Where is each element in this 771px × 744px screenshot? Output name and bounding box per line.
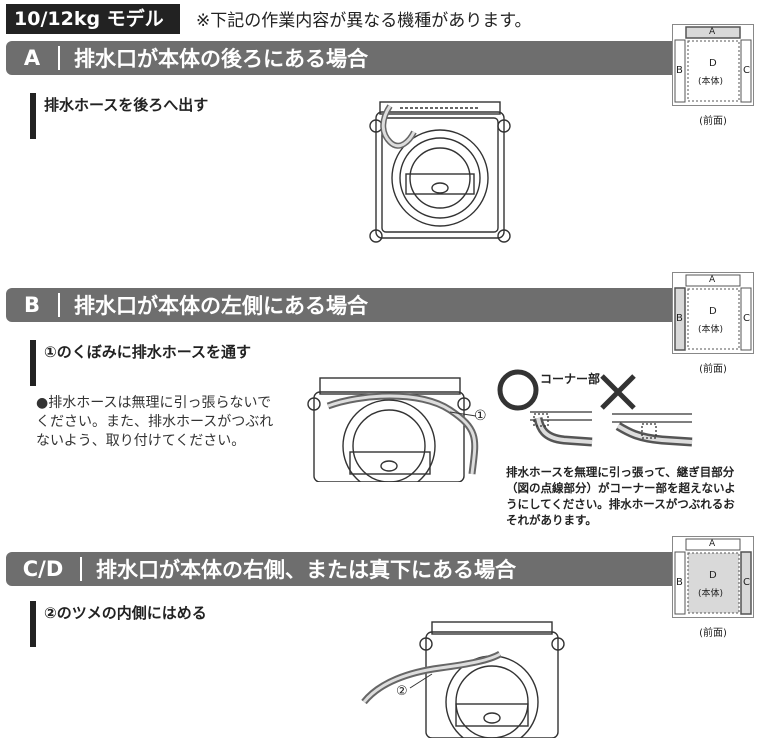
section-title: 排水口が本体の左側にある場合 — [74, 294, 368, 318]
label-front: (前面) — [699, 116, 727, 127]
label-front: (前面) — [699, 628, 727, 639]
washer-illustration-cd — [361, 621, 565, 738]
position-diagram-graphic — [672, 536, 754, 618]
correct-example-illustration — [497, 369, 593, 447]
callout-2: ② — [396, 684, 408, 699]
label-d: D — [709, 570, 717, 581]
divider — [58, 46, 60, 70]
model-tag: 10/12kg モデル — [6, 4, 180, 34]
label-body: (本体) — [698, 77, 724, 87]
section-title: 排水口が本体の右側、または真下にある場合 — [96, 558, 516, 582]
model-note: ※下記の作業内容が異なる機種があります。 — [196, 11, 532, 31]
divider — [58, 293, 60, 317]
corner-caution-caption: 排水ホースを無理に引っ張って、継ぎ目部分（図の点線部分）がコーナー部を超えないよ… — [506, 465, 736, 527]
label-a: A — [709, 275, 716, 285]
label-c: C — [743, 313, 750, 324]
label-b: B — [676, 577, 683, 588]
hose-caution-note: ●排水ホースは無理に引っ張らないでください。また、排水ホースがつぶれないよう、取… — [36, 395, 274, 449]
label-front: (前面) — [699, 364, 727, 375]
divider — [80, 557, 82, 581]
washer-illustration-a — [369, 101, 511, 243]
section-title: 排水口が本体の後ろにある場合 — [74, 47, 368, 71]
callout-1: ① — [474, 408, 487, 424]
label-d: D — [709, 306, 717, 317]
subheading-marker — [30, 601, 36, 647]
ok-circle-icon — [497, 369, 539, 411]
corner-label: コーナー部 — [540, 372, 601, 386]
label-c: C — [743, 577, 750, 588]
subheading-marker — [30, 93, 36, 139]
incorrect-example-illustration — [600, 374, 693, 447]
section-a-subheading: 排水ホースを後ろへ出す — [44, 96, 209, 114]
section-a-header: A 排水口が本体の後ろにある場合 — [6, 41, 678, 75]
label-d: D — [709, 58, 717, 69]
label-b: B — [676, 313, 683, 324]
section-letter: C/D — [22, 557, 64, 581]
section-cd-header: C/D 排水口が本体の右側、または真下にある場合 — [6, 552, 678, 586]
label-body: (本体) — [698, 589, 724, 599]
position-diagram-cd: A B C D (本体) (前面) — [672, 536, 754, 639]
ng-cross-icon — [600, 374, 636, 410]
label-c: C — [743, 65, 750, 76]
position-diagram-graphic — [672, 24, 754, 106]
section-b-header: B 排水口が本体の左側にある場合 — [6, 288, 678, 322]
label-body: (本体) — [698, 325, 724, 335]
section-letter: A — [23, 46, 41, 70]
section-cd-subheading: ②のツメの内側にはめる — [44, 604, 207, 622]
section-letter: B — [23, 293, 40, 317]
label-a: A — [709, 27, 716, 37]
position-diagram-a: A B C D (本体) (前面) — [672, 24, 754, 127]
label-a: A — [709, 539, 716, 549]
section-b-subheading: ①のくぼみに排水ホースを通す — [44, 343, 251, 361]
label-b: B — [676, 65, 683, 76]
position-diagram-b: A B C D (本体) (前面) — [672, 272, 754, 375]
subheading-marker — [30, 340, 36, 386]
position-diagram-graphic — [672, 272, 754, 354]
washer-illustration-b — [307, 377, 479, 482]
